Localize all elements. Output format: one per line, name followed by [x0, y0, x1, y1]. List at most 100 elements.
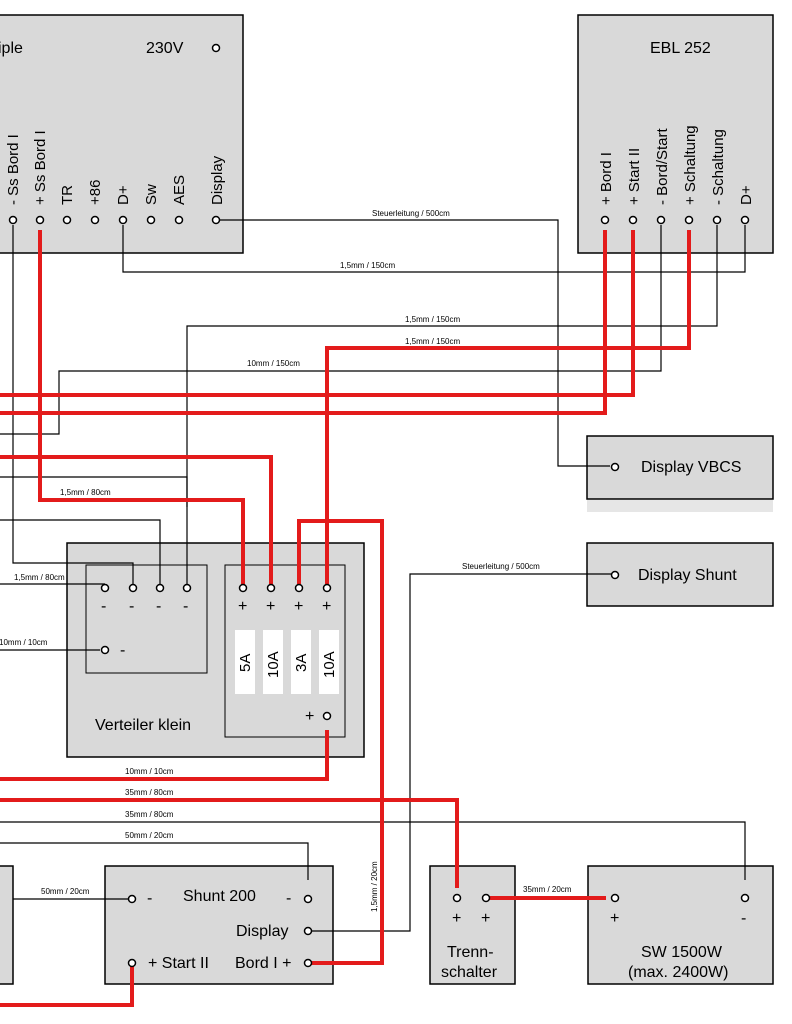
terminal-inverter-plus [610, 893, 620, 903]
terminal-v-plus-4 [322, 583, 332, 593]
verteiler-ground-minus: - [120, 642, 125, 659]
label-aes: AES [171, 175, 188, 205]
multiplus-name: iple [0, 40, 23, 57]
verteiler-minus-3: - [156, 598, 161, 615]
verteiler-terminals [100, 583, 332, 721]
verteiler-plus-4: + [322, 598, 331, 615]
multiplus-voltage: 230V [146, 40, 184, 57]
terminal-ebl-start-ii [628, 215, 638, 225]
wire-label-1-5-20: 1,5mm / 20cm [370, 861, 379, 912]
shunt-start-label: + Start II [148, 955, 209, 972]
terminal-shunt-minus-right [303, 894, 313, 904]
terminal-ebl-bord-start [656, 215, 666, 225]
terminal-display-shunt [610, 570, 620, 580]
terminal-shunt-display [303, 926, 313, 936]
terminal-86 [90, 215, 100, 225]
terminal-minus-ss-bord [8, 215, 18, 225]
wire-schaltung-minus [186, 225, 718, 507]
shunt-box [104, 865, 334, 985]
inverter-label-2: (max. 2400W) [628, 964, 728, 981]
label-sw: Sw [143, 184, 160, 205]
display-vbcs-shadow [587, 500, 773, 512]
terminal-trenn-1 [452, 893, 462, 903]
wire-label-steuer-2: Steuerleitung / 500cm [462, 562, 540, 571]
terminal-plus-ss-bord [35, 215, 45, 225]
wire-label-50-20-b: 50mm / 20cm [41, 887, 90, 896]
ebl-name: EBL 252 [650, 40, 711, 57]
wire-label-schaltung-minus: 1,5mm / 150cm [405, 315, 460, 324]
label-ebl-schaltung-plus: + Schaltung [682, 125, 699, 205]
terminal-v-ground [100, 645, 110, 655]
trenn-plus-2: + [481, 910, 490, 927]
terminal-v-plus-1 [238, 583, 248, 593]
fuse-3a [291, 630, 311, 694]
label-d-plus: D+ [115, 185, 132, 205]
wire-label-50-20-a: 50mm / 20cm [125, 831, 174, 840]
terminal-v-minus-3 [155, 583, 165, 593]
label-tr: TR [59, 185, 76, 205]
wire-left-80 [0, 519, 161, 584]
label-minus-ss-bord: - Ss Bord I [5, 134, 22, 205]
wire-label-verteiler-10: 10mm / 10cm [125, 767, 174, 776]
wire-label-left-80b: 1,5mm / 80cm [14, 573, 65, 582]
verteiler-plus-2: + [266, 598, 275, 615]
inverter-minus: - [741, 910, 746, 927]
label-ebl-start-ii: + Start II [626, 148, 643, 205]
terminal-v-minus-2 [128, 583, 138, 593]
wire-label-35-80-b: 35mm / 80cm [125, 810, 174, 819]
shunt-minus-right: - [286, 890, 291, 907]
multiplus-box [0, 14, 244, 254]
wire-35-80-a [0, 798, 459, 888]
wire-schaltung-plus [325, 230, 691, 584]
trenn-label-2: schalter [441, 964, 498, 981]
label-ebl-d-plus: D+ [738, 185, 755, 205]
terminal-v-plus-3 [294, 583, 304, 593]
wire-label-35-80-a: 35mm / 80cm [125, 788, 174, 797]
terminal-display [211, 215, 221, 225]
terminal-ebl-d-plus [740, 215, 750, 225]
label-plus-ss-bord: + Ss Bord I [32, 130, 49, 205]
shunt-display-label: Display [236, 923, 288, 940]
terminal-shunt-start [127, 958, 137, 968]
fuse-label-10a-2: 10A [321, 651, 338, 678]
label-ebl-bord-start: - Bord/Start [654, 127, 671, 205]
wire-label-bord-start-minus: 10mm / 150cm [247, 359, 300, 368]
wire-steuerleitung-shunt [308, 573, 613, 932]
verteiler-plus-1: + [238, 598, 247, 615]
verteiler-minus-4: - [183, 598, 188, 615]
wire-label-steuer-1: Steuerleitung / 500cm [372, 209, 450, 218]
wire-start-ii-plus [0, 230, 635, 397]
ebl-box [577, 14, 774, 254]
battery-box-partial [0, 865, 14, 985]
wire-plus-ss-bord [38, 230, 245, 584]
terminal-trenn-2 [481, 893, 491, 903]
wire-start-ii [0, 966, 134, 1007]
inverter-plus: + [610, 910, 619, 927]
fuse-label-3a: 3A [293, 654, 310, 672]
multiplus-terminals [8, 43, 221, 225]
ebl-terminals [600, 215, 750, 225]
terminal-ebl-schaltung-plus [684, 215, 694, 225]
wire-d-plus [122, 225, 746, 273]
terminal-v-minus-4 [182, 583, 192, 593]
inverter-box [587, 865, 774, 985]
fuse-10a-2 [319, 630, 339, 694]
fuse-10a-1 [263, 630, 283, 694]
display-shunt-label: Display Shunt [638, 567, 737, 584]
terminal-d-plus [118, 215, 128, 225]
fuse-label-10a-1: 10A [265, 651, 282, 678]
wire-minus-ss-bord [12, 225, 134, 584]
wire-label-left-80: 1,5mm / 80cm [60, 488, 111, 497]
terminal-tr [62, 215, 72, 225]
shunt-terminals [127, 894, 313, 968]
wire-35-80-b [0, 821, 746, 880]
terminal-v-plus-main [322, 711, 332, 721]
wire-bord-start-minus [0, 225, 662, 435]
wire-left-457 [0, 455, 273, 584]
trennschalter-box [429, 865, 516, 985]
terminal-inverter-minus [740, 893, 750, 903]
terminal-shunt-bord [303, 958, 313, 968]
terminal-v-plus-2 [266, 583, 276, 593]
shunt-bord-label: Bord I + [235, 955, 291, 972]
